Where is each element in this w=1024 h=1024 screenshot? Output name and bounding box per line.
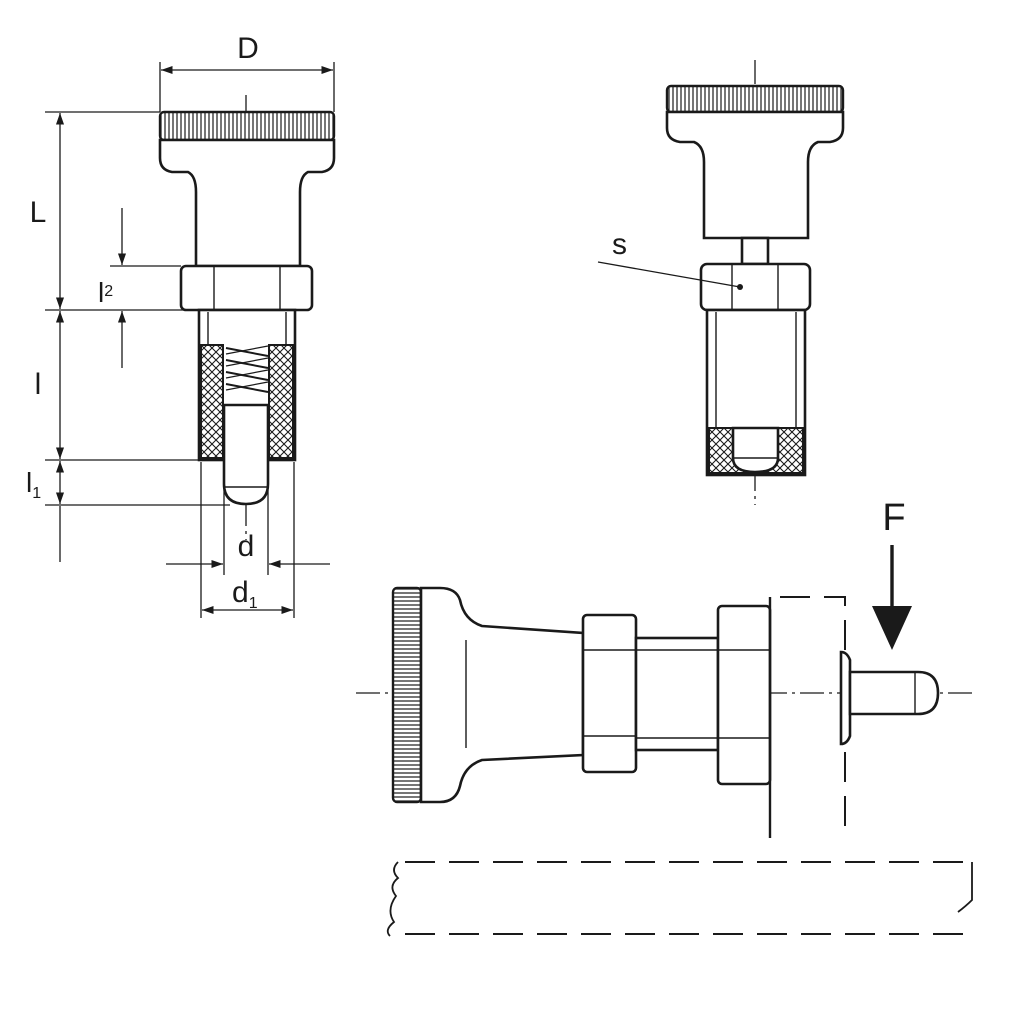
plunger-tip-2 <box>731 426 780 474</box>
mating-part-outline <box>780 596 846 838</box>
dimension-l2: l2 <box>98 208 181 368</box>
dimension-L: L <box>30 111 200 311</box>
label-s: s <box>612 228 627 261</box>
section-hatch-left <box>200 344 224 459</box>
body-hex-side <box>716 604 772 786</box>
dimension-D: D <box>159 32 335 112</box>
dimension-d: d <box>166 490 330 575</box>
retracted-view <box>665 60 845 505</box>
hex-nut <box>179 264 314 312</box>
label-d1: d1 <box>232 576 258 612</box>
knurled-knob-top <box>158 110 336 142</box>
sectional-view <box>158 95 336 540</box>
label-l: l <box>35 368 42 401</box>
dimension-l1: l1 <box>26 461 230 562</box>
plunger-pin <box>222 403 270 506</box>
hex-nut-2 <box>699 262 812 312</box>
knurled-knob-side <box>391 586 423 804</box>
dimension-d1: d1 <box>200 462 295 618</box>
mounted-view <box>356 586 975 937</box>
break-line-right <box>957 862 973 913</box>
plunger-pin-side <box>848 670 940 716</box>
break-line-left <box>386 861 400 937</box>
knob-body-side <box>419 586 585 804</box>
knob-body-2 <box>665 110 845 240</box>
label-D: D <box>237 32 259 65</box>
compression-spring <box>225 345 269 393</box>
section-hatch-right <box>268 344 294 459</box>
label-l2: l2 <box>98 277 113 308</box>
knurled-knob-top-2 <box>665 84 845 114</box>
threaded-shaft-side <box>634 636 720 752</box>
dimension-l: l <box>35 311 200 461</box>
label-L: L <box>30 196 47 229</box>
pin-collar <box>839 650 852 746</box>
force-arrow-head <box>872 606 912 650</box>
dimension-s: s <box>597 228 741 288</box>
force-arrow: F <box>872 497 912 650</box>
label-l1: l1 <box>26 467 41 502</box>
lock-nut-side <box>581 613 638 774</box>
label-F: F <box>882 497 905 539</box>
pin-neck <box>740 236 770 266</box>
label-d: d <box>238 530 255 563</box>
knob-body <box>158 138 336 268</box>
